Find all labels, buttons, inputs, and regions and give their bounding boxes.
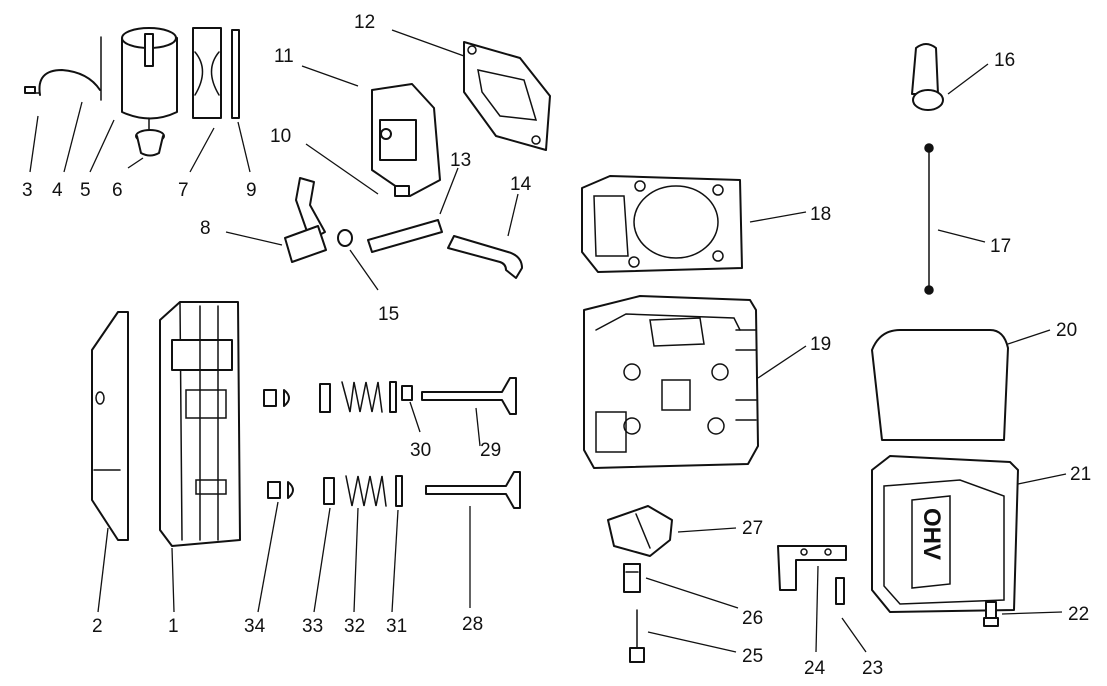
part-24-bracket	[777, 545, 847, 591]
callout-23: 23	[862, 658, 883, 679]
callout-12: 12	[354, 12, 375, 33]
callout-13: 13	[450, 150, 471, 171]
callout-10: 10	[270, 126, 291, 147]
callout-30: 30	[410, 440, 431, 461]
callout-28: 28	[462, 614, 483, 635]
callout-27: 27	[742, 518, 763, 539]
part-26-stud	[623, 563, 641, 593]
callout-14: 14	[510, 174, 532, 195]
part-15-clamp	[337, 229, 353, 247]
callout-31: 31	[386, 616, 407, 637]
callout-32: 32	[344, 616, 365, 637]
callout-1: 1	[168, 616, 179, 637]
callout-20: 20	[1056, 320, 1077, 341]
callout-21: 21	[1070, 464, 1091, 485]
callout-18: 18	[810, 204, 831, 225]
callout-29: 29	[480, 440, 501, 461]
part-14-curved-hose	[447, 235, 523, 279]
upper-valve-assembly	[263, 377, 517, 415]
part-9-gasket	[231, 29, 240, 119]
part-10-fitting	[394, 185, 410, 197]
part-7-filter-element	[192, 27, 222, 119]
callout-7: 7	[178, 180, 189, 201]
callout-17: 17	[990, 236, 1011, 257]
callout-16: 16	[994, 50, 1015, 71]
callout-33: 33	[302, 616, 323, 637]
callout-25: 25	[742, 646, 763, 667]
part-5-canister	[121, 27, 178, 131]
callout-5: 5	[80, 180, 91, 201]
part-18-head-gasket	[581, 175, 743, 273]
part-11-plate	[371, 83, 441, 197]
part-27-rocker-piece	[607, 505, 673, 557]
part-19-cylinder-head	[583, 295, 759, 469]
part-25-bolt	[629, 609, 645, 663]
callout-34: 34	[244, 616, 266, 637]
part-21-valve-cover: OHV	[871, 455, 1019, 613]
part-1-cylinder-block	[159, 301, 241, 547]
part-4-bracket	[38, 36, 102, 101]
part-23-screw	[835, 577, 845, 605]
callout-26: 26	[742, 608, 763, 629]
callout-11: 11	[274, 46, 294, 67]
part-8-elbow-hose	[284, 177, 327, 263]
part-17-push-rod	[924, 143, 934, 295]
callout-labels: 3 4 5 6 7 9 8 11 12 10 13 14 15 16 17 18…	[22, 12, 1091, 679]
callout-9: 9	[246, 180, 257, 201]
part-12-gasket-plate	[463, 41, 551, 151]
callout-15: 15	[378, 304, 399, 325]
callout-8: 8	[200, 218, 211, 239]
callout-22: 22	[1068, 604, 1089, 625]
callout-3: 3	[22, 180, 33, 201]
callout-24: 24	[804, 658, 826, 679]
callout-4: 4	[52, 180, 63, 201]
part-20-cover-gasket	[871, 329, 1009, 441]
part-30-keeper	[401, 385, 413, 401]
leader-lines	[29, 29, 1067, 653]
lower-valve-assembly	[267, 471, 521, 509]
part-6-plug	[135, 129, 165, 157]
part-13-hose	[367, 219, 443, 253]
part-16-tappet	[911, 43, 944, 111]
callout-6: 6	[112, 180, 123, 201]
callout-19: 19	[810, 334, 831, 355]
part-22-bolt	[983, 601, 999, 627]
callout-2: 2	[92, 616, 103, 637]
cover-lettering: OHV	[918, 508, 945, 560]
part-2-side-plate	[91, 311, 129, 541]
